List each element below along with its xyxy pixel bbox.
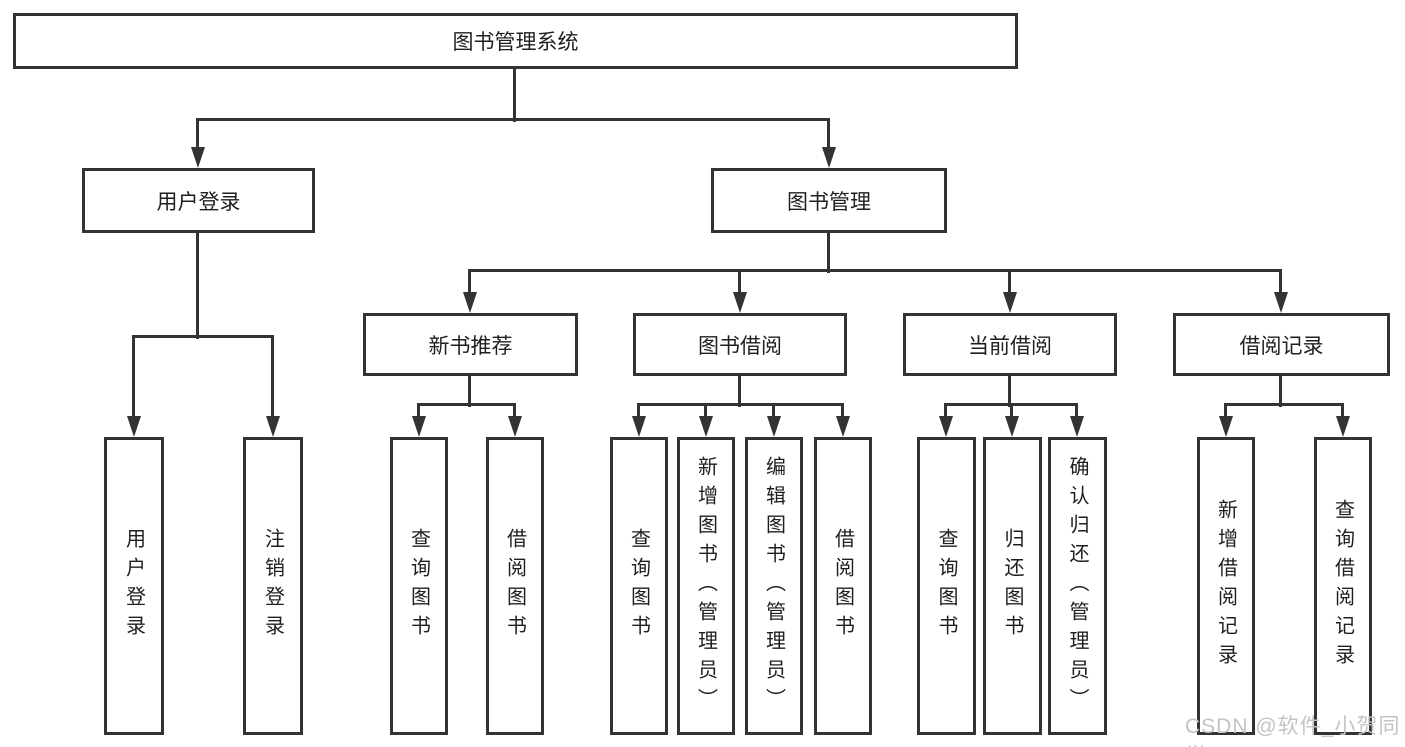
leaf-logout-login: 注销登录 [243,437,303,735]
leaf-borrow-edit-books-admin-label: 编辑图书（管理员） [762,455,785,717]
arrow-down-icon [632,416,646,437]
node-library-management-system: 图书管理系统 [13,13,1018,69]
arrow-down-icon [508,416,522,437]
leaf-recommend-query-books-label: 查询图书 [407,528,430,644]
connector-line [1010,405,1013,420]
arrow-down-icon [1336,416,1350,437]
connector-line [1341,405,1344,420]
leaf-current-confirm-return-admin-label: 确认归还（管理员） [1066,455,1088,717]
arrow-down-icon [733,292,747,313]
connector-line [417,403,516,406]
leaf-records-add-record-label: 新增借阅记录 [1214,499,1237,673]
leaf-borrow-query-books: 查询图书 [610,437,668,735]
connector-line [271,337,274,420]
connector-line [704,405,707,420]
connector-line [944,403,1078,406]
leaf-records-query-record: 查询借阅记录 [1314,437,1372,735]
node-user-login: 用户登录 [82,168,315,233]
connector-line [468,376,471,407]
connector-line [196,120,199,150]
arrow-down-icon [939,416,953,437]
leaf-user-login: 用户登录 [104,437,164,735]
arrow-down-icon [767,416,781,437]
node-borrow-records: 借阅记录 [1173,313,1390,376]
leaf-user-login-label: 用户登录 [122,528,145,644]
arrow-down-icon [191,147,205,168]
leaf-current-query-books: 查询图书 [917,437,976,735]
leaf-borrow-borrow-books-label: 借阅图书 [831,528,854,644]
node-current-borrow: 当前借阅 [903,313,1117,376]
arrow-down-icon [266,416,280,437]
arrow-down-icon [822,147,836,168]
connector-line [513,69,516,122]
connector-line [841,405,844,420]
leaf-current-confirm-return-admin: 确认归还（管理员） [1048,437,1107,735]
node-book-management: 图书管理 [711,168,947,233]
connector-line [468,269,1282,272]
csdn-watermark: CSDN @软件_小贺同学 [1185,715,1401,747]
leaf-borrow-edit-books-admin: 编辑图书（管理员） [745,437,803,735]
connector-line [1008,376,1011,407]
arrow-down-icon [463,292,477,313]
arrow-down-icon [1070,416,1084,437]
leaf-borrow-query-books-label: 查询图书 [627,528,650,644]
node-book-borrow: 图书借阅 [633,313,847,376]
arrow-down-icon [127,416,141,437]
connector-line [1224,405,1227,420]
node-new-book-recommend: 新书推荐 [363,313,578,376]
connector-line [1075,405,1078,420]
leaf-recommend-borrow-books: 借阅图书 [486,437,544,735]
connector-line [1279,376,1282,407]
connector-line [637,405,640,420]
connector-line [417,405,420,420]
connector-line [468,271,471,295]
arrow-down-icon [836,416,850,437]
arrow-down-icon [412,416,426,437]
connector-line [827,120,830,150]
leaf-records-query-record-label: 查询借阅记录 [1331,499,1354,673]
leaf-borrow-borrow-books: 借阅图书 [814,437,872,735]
connector-line [1008,271,1011,295]
connector-line [827,233,830,273]
arrow-down-icon [699,416,713,437]
connector-line [132,337,135,420]
connector-line [637,403,844,406]
leaf-current-return-books-label: 归还图书 [1001,528,1023,644]
leaf-recommend-query-books: 查询图书 [390,437,448,735]
leaf-borrow-add-books-admin-label: 新增图书（管理员） [694,455,717,717]
arrow-down-icon [1005,416,1019,437]
leaf-borrow-add-books-admin: 新增图书（管理员） [677,437,735,735]
connector-line [513,405,516,420]
leaf-current-query-books-label: 查询图书 [935,528,957,644]
connector-line [772,405,775,420]
connector-line [196,233,199,339]
leaf-recommend-borrow-books-label: 借阅图书 [503,528,526,644]
arrow-down-icon [1274,292,1288,313]
leaf-records-add-record: 新增借阅记录 [1197,437,1255,735]
arrow-down-icon [1219,416,1233,437]
arrow-down-icon [1003,292,1017,313]
leaf-current-return-books: 归还图书 [983,437,1042,735]
connector-line [132,335,274,338]
connector-line [944,405,947,420]
connector-line [1279,271,1282,295]
connector-line [738,271,741,295]
leaf-logout-login-label: 注销登录 [261,528,284,644]
connector-line [196,118,830,121]
connector-line [1224,403,1344,406]
connector-line [738,376,741,407]
